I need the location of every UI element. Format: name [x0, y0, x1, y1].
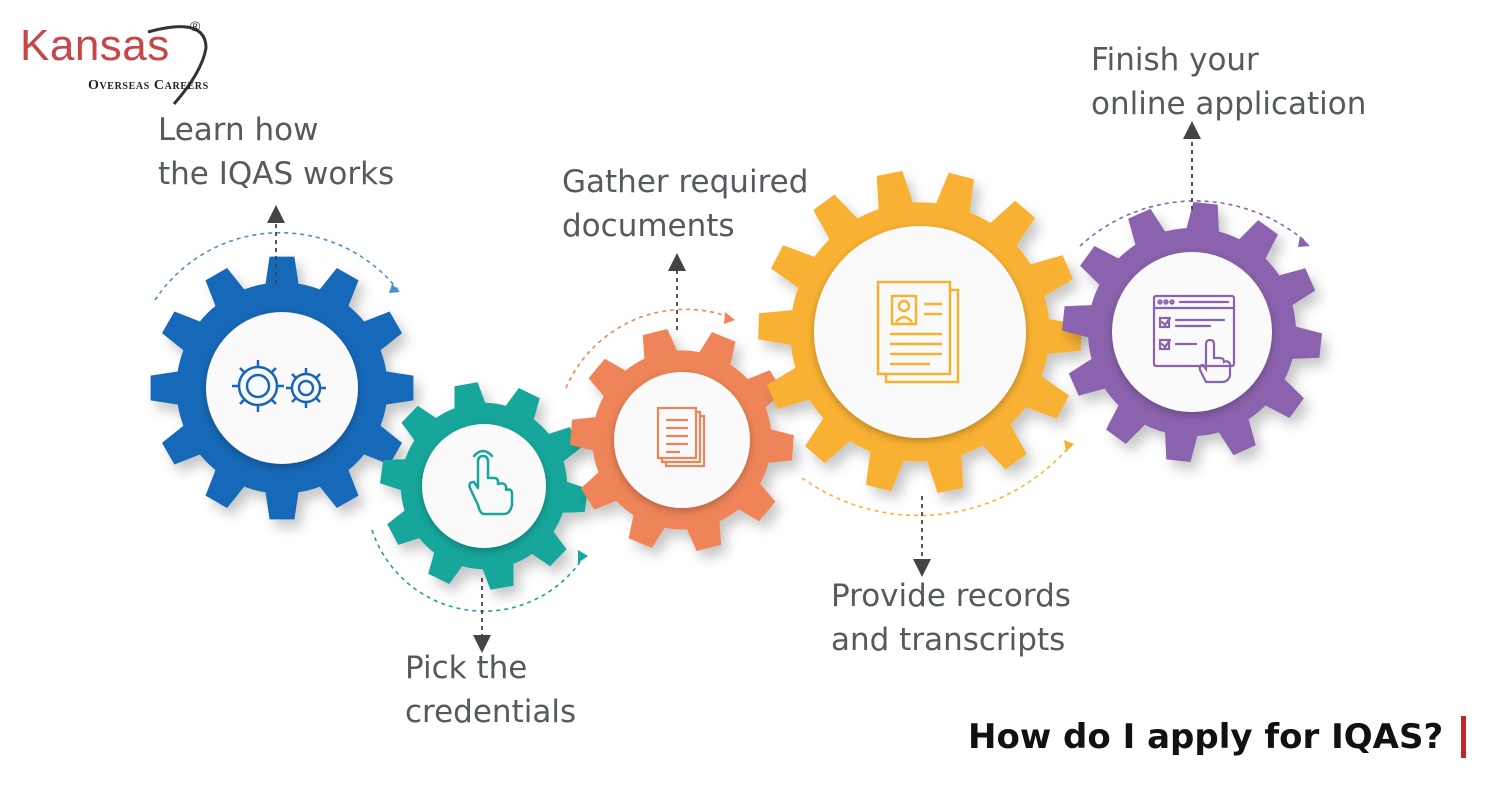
- step-1-label-line1: Learn how: [158, 112, 319, 148]
- logo-tagline: Overseas Careers: [88, 78, 209, 93]
- step-2-label-line2: credentials: [405, 694, 577, 730]
- step-2-gear: [371, 382, 588, 653]
- profile-record-icon: [876, 280, 960, 384]
- step-5-label: Finish your online application: [1091, 38, 1366, 126]
- step-4-label-line1: Provide records: [831, 578, 1071, 614]
- step-4-label: Provide records and transcripts: [831, 574, 1071, 662]
- step-3-label-line2: documents: [562, 208, 735, 244]
- step-4-rotation-arrowhead: [1064, 440, 1074, 452]
- step-5-gear: [1062, 121, 1322, 462]
- pointing-hand-icon: [468, 449, 514, 516]
- step-2-label: Pick the credentials: [405, 646, 576, 734]
- cogs-icon: [232, 360, 326, 412]
- logo-registered-mark: ®: [190, 18, 201, 34]
- logo-swoosh-icon: [147, 25, 208, 105]
- page-title: How do I apply for IQAS?: [968, 717, 1444, 757]
- online-form-icon: [1152, 294, 1236, 384]
- step-3-label: Gather required documents: [562, 160, 808, 248]
- logo-wordmark: Kansas: [20, 21, 170, 70]
- step-5-label-line1: Finish your: [1091, 42, 1259, 78]
- step-1-gear: [150, 205, 414, 520]
- step-1-rotation-arrowhead: [389, 284, 400, 293]
- step-3-label-line1: Gather required: [562, 164, 809, 200]
- step-2-label-line1: Pick the: [405, 650, 528, 686]
- document-stack-icon: [656, 406, 706, 468]
- step-1-label: Learn how the IQAS works: [158, 108, 394, 196]
- step-2-gear-center: [422, 424, 546, 548]
- kansas-logo: Kansas ® Overseas Careers: [18, 18, 258, 108]
- step-4-rotation-arc: [801, 445, 1071, 517]
- step-3-rotation-arrowhead: [724, 312, 735, 324]
- step-1-rotation-arc: [154, 232, 399, 301]
- step-5-rotation-arrowhead: [1298, 236, 1310, 247]
- step-1-gear-center: [206, 312, 358, 464]
- step-5-label-line2: online application: [1091, 86, 1367, 122]
- step-3-gear: [565, 253, 794, 551]
- title-accent-bar: [1461, 716, 1467, 758]
- step-2-rotation-arrowhead: [578, 550, 588, 563]
- step-5-gear-center: [1112, 252, 1272, 412]
- step-3-rotation-arc: [565, 308, 733, 389]
- step-4-label-line2: and transcripts: [831, 622, 1066, 658]
- step-4-gear: [758, 171, 1082, 577]
- title-block: How do I apply for IQAS?: [968, 716, 1467, 758]
- step-1-label-line2: the IQAS works: [158, 156, 395, 192]
